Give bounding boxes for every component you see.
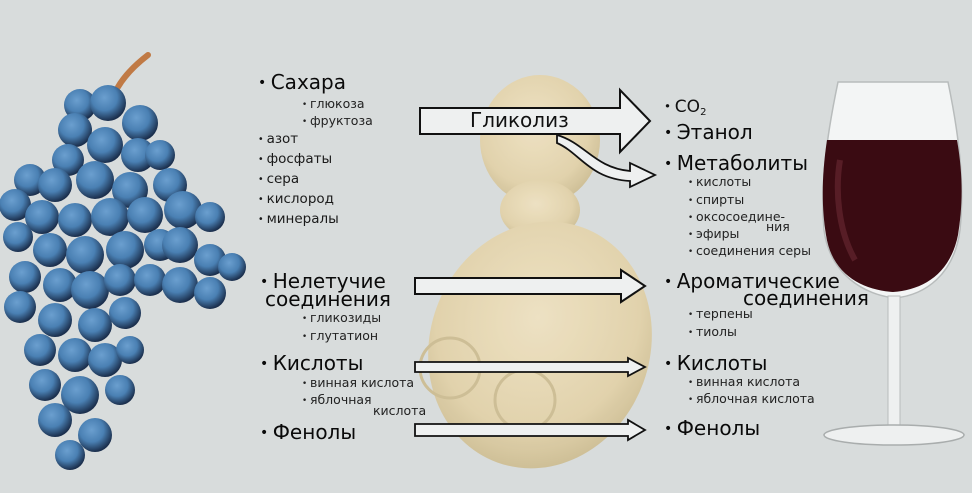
metabolites-item-sulfur: соединения серы (688, 244, 811, 258)
nonvolatile-item-glycosides: гликозиды (302, 311, 381, 325)
metabolites-item-acids: кислоты (688, 175, 751, 189)
output-co2: CO2 (664, 99, 707, 118)
sugars-item-glucose: глюкоза (302, 97, 365, 111)
nonvolatile-item-glutathione: глутатион (302, 329, 378, 343)
aromatic-item-thiols: тиолы (688, 325, 737, 339)
input-phenols-title: Фенолы (260, 422, 356, 442)
output-ethanol: Этанол (664, 122, 753, 142)
nonvolatile-title-line1: Нелетучие (260, 271, 386, 291)
input-acids-item-tartaric: винная кислота (302, 376, 414, 390)
aromatic-item-terpenes: терпены (688, 307, 753, 321)
input-sulfur: сера (258, 172, 300, 187)
glycolysis-arrow (419, 87, 652, 155)
grape-bunch-icon (0, 52, 246, 470)
input-nitrogen: азот (258, 132, 299, 147)
output-phenols-title: Фенолы (664, 418, 760, 438)
glycolysis-label: Гликолиз (470, 108, 569, 132)
aromatic-title-line1: Ароматические (664, 271, 840, 291)
acids-arrow (414, 356, 647, 378)
output-acids-title: Кислоты (664, 353, 768, 373)
sugars-item-fructose: фруктоза (302, 114, 373, 128)
sugars-title: Сахара (258, 72, 346, 92)
metabolites-title: Метаболиты (664, 153, 808, 173)
aromatic-title-line2: соединения (743, 286, 869, 310)
metabolites-item-oxo: оксосоедине- (688, 210, 785, 224)
input-acids-item-malic: яблочная (302, 393, 372, 407)
input-oxygen: кислород (258, 192, 334, 207)
output-acids-item-malic: яблочная кислота (688, 392, 815, 406)
metabolites-branch-arrow (556, 133, 658, 189)
metabolites-item-alcohols: спирты (688, 193, 744, 207)
input-acids-item-malic-cont: кислота (373, 403, 427, 418)
wine-glass-icon (822, 81, 965, 446)
phenols-arrow (414, 418, 647, 442)
metabolites-item-oxo-cont: ния (766, 219, 790, 234)
input-phosphates: фосфаты (258, 152, 333, 167)
output-acids-item-tartaric: винная кислота (688, 375, 800, 389)
aromatic-arrow (414, 268, 647, 304)
nonvolatile-title-line2: соединения (265, 287, 391, 311)
metabolites-item-esters: эфиры (688, 227, 739, 241)
input-minerals: минералы (258, 212, 339, 227)
input-acids-title: Кислоты (260, 353, 364, 373)
